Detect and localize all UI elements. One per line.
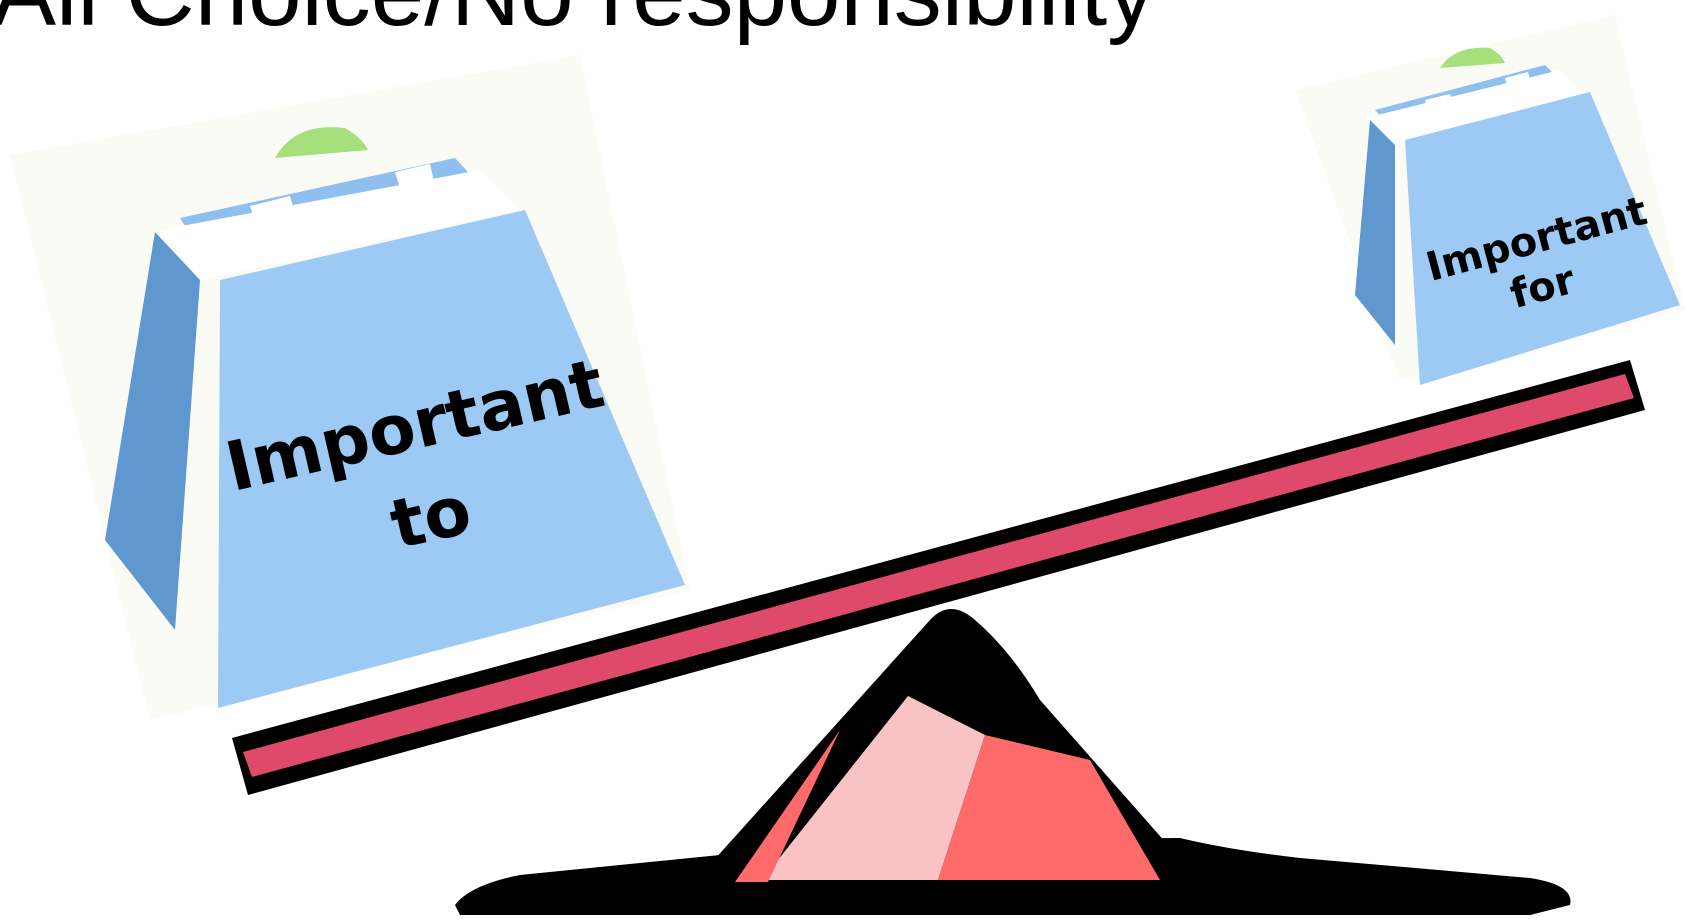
right-weight: Important for [1295, 15, 1685, 385]
left-weight: Important to [10, 55, 690, 720]
